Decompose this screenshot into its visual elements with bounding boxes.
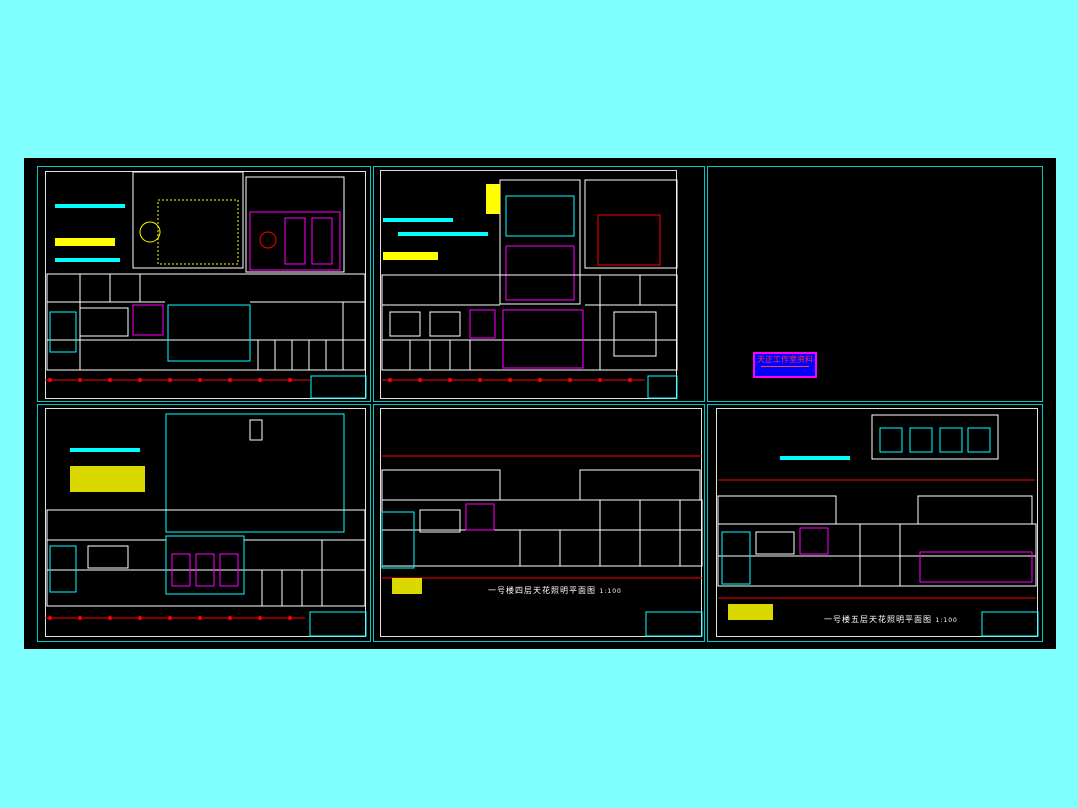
plan-panel-5: [381, 455, 703, 637]
stamp-underline: [761, 366, 809, 373]
stamp-text: 天正工作室资料: [757, 355, 813, 364]
studio-stamp: 天正工作室资料: [753, 352, 817, 378]
plan-panel-2: [381, 179, 678, 399]
plan-title-5f-text: 一号楼五层天花照明平面图: [824, 615, 932, 624]
panel-frame-2[interactable]: [373, 166, 705, 402]
plan-title-4f: 一号楼四层天花照明平面图 1:100: [488, 585, 622, 596]
plan-title-4f-text: 一号楼四层天花照明平面图: [488, 586, 596, 595]
panel-frame-6[interactable]: [707, 404, 1043, 642]
plan-panel-4: [45, 413, 367, 637]
panel-frame-4[interactable]: [37, 404, 371, 642]
plan-title-5f-scale: 1:100: [935, 617, 958, 624]
panel-frame-3[interactable]: [707, 166, 1043, 402]
axis-markers: [48, 378, 632, 620]
plan-panel-1: [45, 171, 367, 399]
panel-frame-5[interactable]: [373, 404, 705, 642]
plan-panel-6: [717, 414, 1039, 637]
plan-title-4f-scale: 1:100: [599, 588, 622, 595]
panel-border-6: [716, 408, 1038, 637]
plan-title-5f: 一号楼五层天花照明平面图 1:100: [824, 614, 958, 625]
panel-frame-1[interactable]: [37, 166, 371, 402]
